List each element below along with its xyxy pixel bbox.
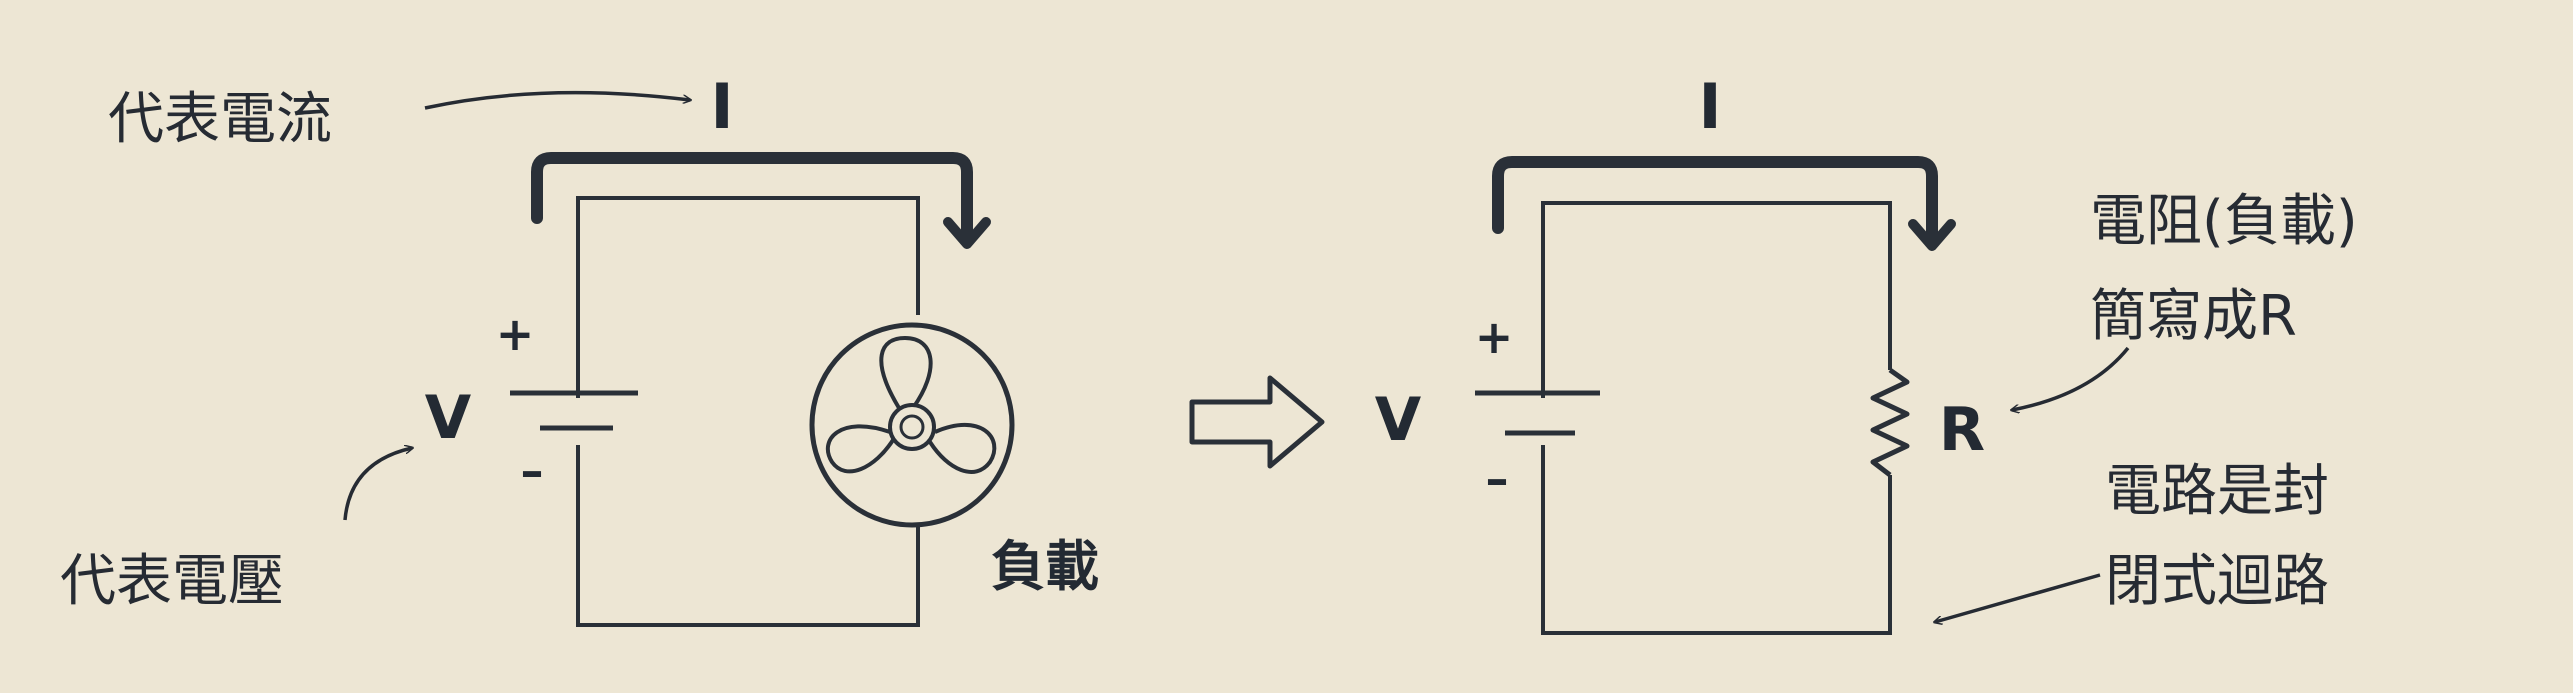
right-voltage-symbol: V [1375, 385, 1422, 455]
right-minus-sign: – [1486, 452, 1509, 506]
voltage-note-pointer [343, 448, 412, 521]
closed-loop-pointer [1935, 573, 2101, 622]
left-current-symbol: I [710, 70, 733, 143]
right-current-symbol: I [1698, 70, 1721, 143]
right-arrow-icon [1189, 375, 1325, 469]
left-circuit-wire-loop [576, 196, 920, 627]
right-circuit: + – V I R [1375, 70, 1985, 635]
right-current-arrowhead [1908, 219, 1956, 251]
left-current-arrow [531, 152, 973, 238]
current-note-pointer [424, 90, 690, 110]
fan-icon [809, 322, 1015, 528]
resistor-note-line2: 簡寫成R [2090, 284, 2297, 349]
voltage-note: 代表電壓 [60, 549, 284, 614]
left-minus-sign: – [521, 444, 544, 498]
resistor-note-line1: 電阻(負載) [2090, 189, 2358, 254]
closed-loop-line2: 閉式迴路 [2105, 549, 2329, 614]
right-resistor-symbol: R [1939, 395, 1985, 465]
resistor-zigzag-icon [1870, 367, 1910, 477]
current-note: 代表電流 [108, 87, 332, 152]
left-voltage-symbol: V [425, 383, 472, 453]
left-circuit: + – V I 負載 [425, 70, 1099, 627]
left-plus-sign: + [496, 307, 535, 361]
right-plus-sign: + [1475, 310, 1514, 364]
resistor-note-pointer [2012, 346, 2130, 410]
left-load-label: 負載 [991, 535, 1099, 598]
right-current-arrow [1492, 156, 1938, 239]
right-circuit-wire-loop [1541, 201, 1892, 635]
left-current-arrowhead [943, 217, 991, 249]
closed-loop-line1: 電路是封 [2105, 459, 2329, 524]
